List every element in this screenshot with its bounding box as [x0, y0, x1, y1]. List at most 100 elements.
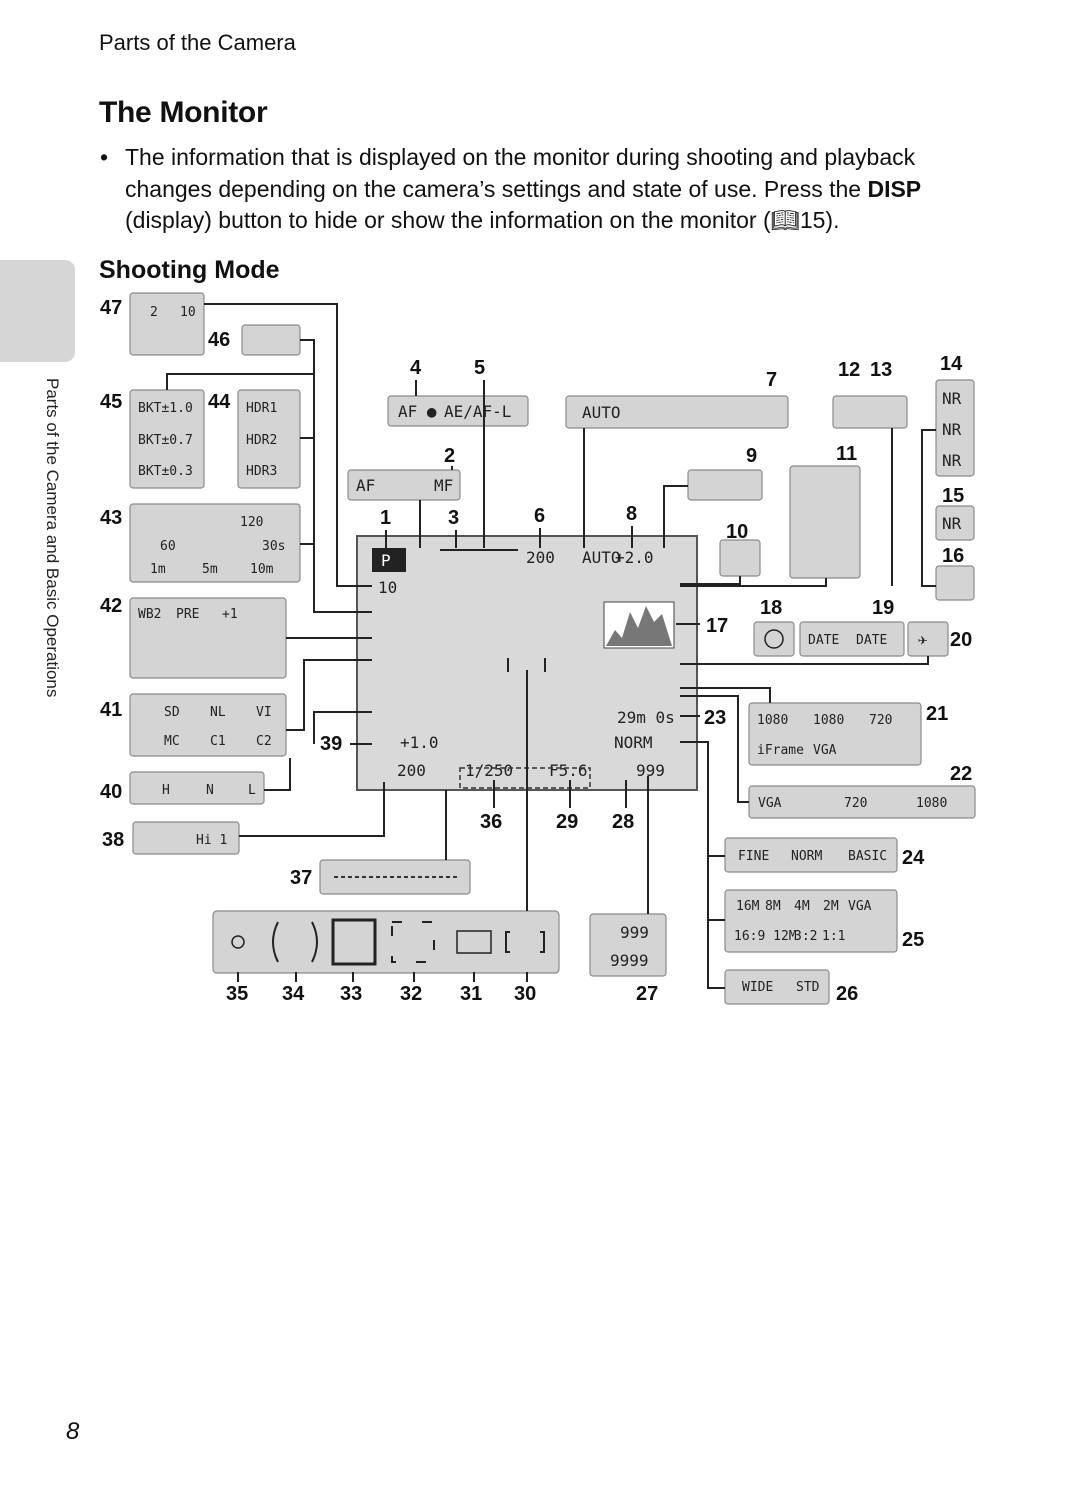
leader-21: [680, 687, 771, 703]
leader-11: [680, 578, 827, 587]
icon-wide: WIDE: [742, 980, 773, 995]
callout-22: 22: [950, 763, 972, 785]
icon-box-37: [319, 859, 471, 895]
leader-9: [663, 485, 688, 548]
callout-3: 3: [448, 507, 459, 529]
af-area-brackets: [507, 658, 546, 672]
callout-45: 45: [100, 391, 122, 413]
screen-selftimer: 10: [378, 578, 397, 597]
icon-picture-nl: NL: [210, 705, 226, 720]
icon-box-41: [129, 693, 287, 757]
icon-box-46: [241, 324, 301, 356]
icon-picture-c1: C1: [210, 734, 226, 749]
airplane-icon: ✈: [918, 630, 928, 649]
leader-20: [680, 656, 929, 665]
callout-26: 26: [836, 983, 858, 1005]
icon-size-2m: 2M: [823, 899, 839, 914]
callout-9: 9: [746, 445, 757, 467]
callout-36: 36: [480, 811, 502, 833]
leader-46: [300, 339, 372, 613]
icon-movie-vga: VGA: [813, 743, 837, 758]
callout-17: 17: [706, 615, 728, 637]
page-number: 8: [66, 1418, 80, 1445]
chapter-side-label: Parts of the Camera and Basic Operations: [43, 378, 62, 698]
bullet-mark: •: [100, 144, 109, 170]
icon-picture-c2: C2: [256, 734, 272, 749]
leader-38: [239, 782, 385, 837]
icon-box-9: [687, 469, 763, 501]
icon-wb2: WB2: [138, 607, 161, 622]
callout-38: 38: [102, 829, 124, 851]
callout-8: 8: [626, 503, 637, 525]
screen-movie-time: 29m 0s: [617, 708, 675, 727]
callout-2: 2: [444, 445, 455, 467]
icon-picture-vi: VI: [256, 705, 272, 720]
callout-23: 23: [704, 707, 726, 729]
icon-box-19: [799, 621, 905, 657]
icon-wb-pre: PRE: [176, 607, 199, 622]
focus-rect-icon: [456, 930, 492, 954]
clock-icon: [764, 629, 784, 649]
callout-14: 14: [940, 353, 963, 375]
callout-25: 25: [902, 929, 924, 951]
icon-size-vga: VGA: [848, 899, 872, 914]
disp-button-label: DISP: [867, 175, 922, 202]
bullet-text-end: ).: [825, 207, 840, 233]
shooting-mode-badge: [372, 548, 406, 572]
bullet-text: The information that is displayed on the…: [125, 142, 990, 237]
callout-15: 15: [942, 485, 964, 507]
icon-nr-1: NR: [942, 389, 962, 408]
icon-interval-30s: 30s: [262, 539, 285, 554]
callout-21: 21: [926, 703, 948, 725]
icon-nr-2: NR: [942, 420, 962, 439]
icon-shots-9999: 9999: [610, 951, 649, 970]
icon-interval-10m: 10m: [250, 562, 274, 577]
callout-40: 40: [100, 781, 122, 803]
screen-exposure-dashed: [459, 767, 591, 789]
callout-30: 30: [514, 983, 536, 1005]
icon-cont-120: 120: [240, 515, 263, 530]
icon-movie-1080a: 1080: [757, 713, 788, 728]
icon-hs-vga: VGA: [758, 796, 782, 811]
callout-31: 31: [460, 983, 482, 1005]
screen-flash: AUTO: [582, 548, 621, 567]
callout-16: 16: [942, 545, 964, 567]
callout-1: 1: [380, 507, 391, 529]
icon-box-40: [129, 771, 265, 805]
screen-aperture: F5.6: [549, 761, 588, 780]
chapter-tab: [0, 260, 75, 362]
callout-24: 24: [902, 847, 925, 869]
screen-shutter: 1/250: [465, 761, 513, 780]
icon-bkt-07: BKT±0.7: [138, 433, 193, 448]
section-heading: Shooting Mode: [99, 256, 280, 284]
icon-shots-999: 999: [620, 923, 649, 942]
icon-size-4m: 4M: [794, 899, 810, 914]
leader-39: [313, 711, 372, 745]
leader-22: [680, 695, 749, 803]
icon-hs-1080: 1080: [916, 796, 947, 811]
bullet-text-middle: (display) button to hide or show the inf…: [125, 207, 771, 233]
icon-date: DATE: [808, 633, 839, 648]
leader-14: [921, 429, 936, 587]
focus-frame-icon: [331, 918, 377, 966]
icon-focus-mf: MF: [434, 476, 453, 495]
icon-box-15: [935, 505, 975, 541]
callout-5: 5: [474, 357, 485, 379]
callout-33: 33: [340, 983, 362, 1005]
icon-picture-sd: SD: [164, 705, 180, 720]
callout-6: 6: [534, 505, 545, 527]
icon-selftimer-2: 2: [150, 305, 158, 320]
callout-18: 18: [760, 597, 782, 619]
icon-cont-60: 60: [160, 539, 176, 554]
icon-selftimer-10: 10: [180, 305, 196, 320]
icon-nr-off: NR: [942, 514, 962, 533]
callout-44: 44: [208, 391, 231, 413]
icon-nr-3: NR: [942, 451, 962, 470]
icon-hdr1: HDR1: [246, 401, 277, 416]
callout-7: 7: [766, 369, 777, 391]
leader-45: [166, 373, 314, 390]
callout-39: 39: [320, 733, 342, 755]
icon-interval-1m: 1m: [150, 562, 166, 577]
icon-box-2: [347, 469, 461, 501]
histogram-curve: [606, 606, 672, 646]
